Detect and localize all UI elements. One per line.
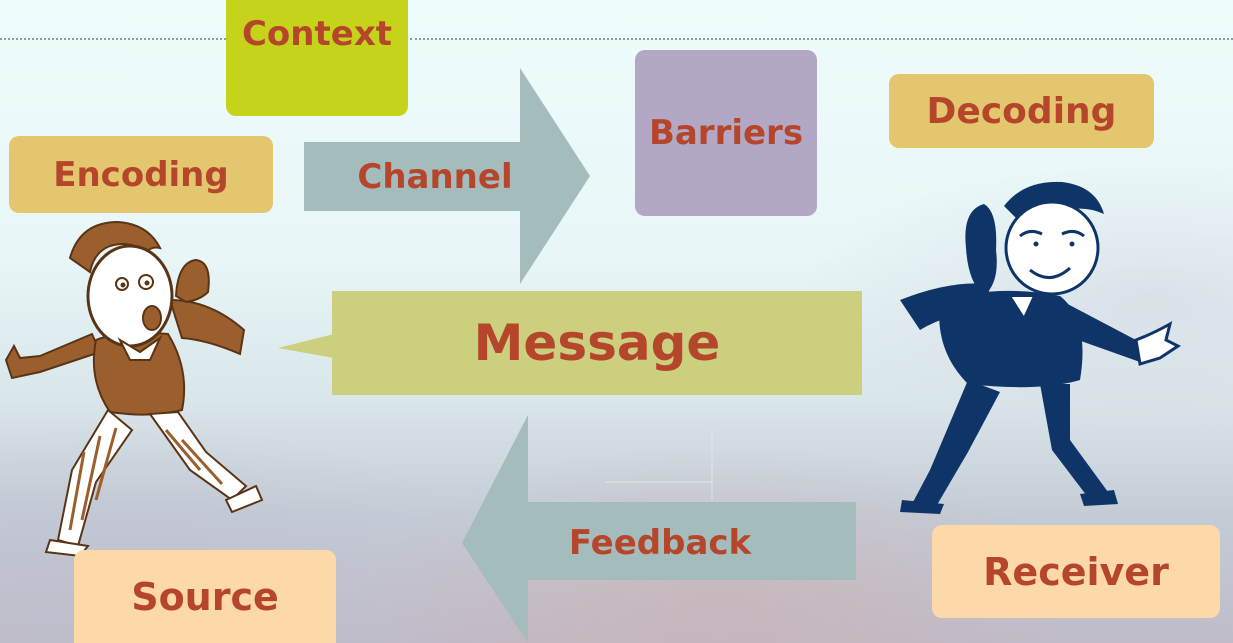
feedback-label-wrap: Feedback [560,515,760,571]
receiver-head [1004,200,1100,296]
feedback-label: Feedback [568,523,752,563]
encoding-box: Encoding [9,136,273,213]
decoding-label: Decoding [926,90,1117,132]
context-label: Context [241,14,392,54]
message-label: Message [473,314,721,372]
source-label: Source [131,574,279,619]
source-box: Source [74,550,336,643]
receiver-box: Receiver [932,525,1220,618]
message-box: Message [332,291,862,395]
channel-label-wrap: Channel [330,150,540,204]
dotted-divider-right [410,38,1233,40]
channel-label: Channel [357,157,513,197]
decoding-box: Decoding [889,74,1154,148]
barriers-box: Barriers [635,50,817,216]
barriers-label: Barriers [648,113,804,153]
dotted-divider-left [0,38,226,40]
context-box: Context [226,0,408,116]
receiver-label: Receiver [983,549,1169,594]
encoding-label: Encoding [53,154,229,195]
